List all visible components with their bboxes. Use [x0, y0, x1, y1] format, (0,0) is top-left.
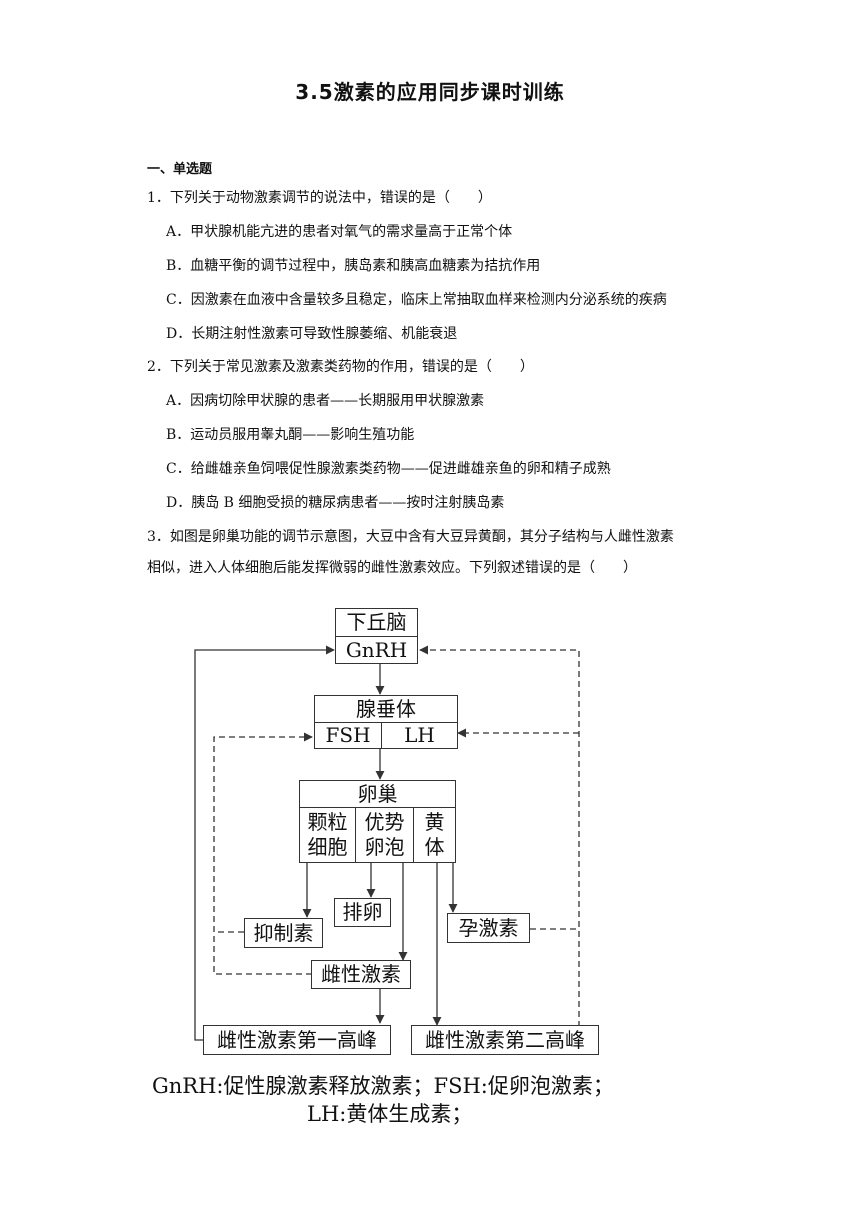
- question-3-stem-line-1: 3．如图是卵巢功能的调节示意图，大豆中含有大豆异黄酮，其分子结构与人雌性激素: [147, 529, 674, 545]
- question-1-option-a: A．甲状腺机能亢进的患者对氧气的需求量高于正常个体: [166, 224, 513, 240]
- fsh-box: FSH: [314, 722, 382, 749]
- estrogen-label: 雌性激素: [321, 962, 401, 986]
- dominant-follicle-box: 优势 卵泡: [355, 807, 414, 863]
- gnrh-box: GnRH: [335, 636, 418, 664]
- lh-label: LH: [404, 723, 435, 747]
- page-title: 3.5激素的应用同步课时训练: [295, 80, 565, 104]
- diagram-caption-line-1: GnRH:促性腺激素释放激素；FSH:促卵泡激素；: [152, 1074, 614, 1098]
- inhibin-label: 抑制素: [253, 921, 314, 945]
- fsh-label: FSH: [325, 723, 371, 747]
- second-peak-label: 雌性激素第二高峰: [425, 1028, 585, 1052]
- question-2-option-a: A．因病切除甲状腺的患者——长期服用甲状腺激素: [166, 393, 485, 409]
- ovary-label: 卵巢: [357, 782, 398, 806]
- second-peak-box: 雌性激素第二高峰: [411, 1025, 599, 1055]
- inhibin-box: 抑制素: [244, 918, 323, 948]
- question-3-stem-line-2: 相似，进入人体细胞后能发挥微弱的雌性激素效应。下列叙述错误的是（ ）: [147, 560, 637, 576]
- granulosa-label-line-2: 细胞: [307, 835, 348, 859]
- first-peak-box: 雌性激素第一高峰: [203, 1025, 391, 1055]
- question-1-option-d: D．长期注射性激素可导致性腺萎缩、机能衰退: [166, 326, 458, 342]
- progesterone-label: 孕激素: [458, 916, 519, 940]
- pituitary-label: 腺垂体: [356, 697, 416, 721]
- granulosa-cell-box: 颗粒 细胞: [299, 807, 356, 863]
- corpus-luteum-label-line-2: 体: [424, 835, 445, 859]
- hypothalamus-label: 下丘脑: [346, 610, 407, 634]
- gnrh-label: GnRH: [345, 638, 408, 662]
- hypothalamus-box: 下丘脑: [335, 608, 418, 637]
- ovary-box: 卵巢: [299, 780, 456, 808]
- first-peak-label: 雌性激素第一高峰: [217, 1028, 377, 1052]
- corpus-luteum-box: 黄 体: [413, 807, 456, 863]
- question-2-stem: 2．下列关于常见激素及激素类药物的作用，错误的是（ ）: [147, 359, 534, 375]
- estrogen-box: 雌性激素: [311, 960, 411, 989]
- question-1-stem: 1．下列关于动物激素调节的说法中，错误的是（ ）: [147, 190, 492, 206]
- question-2-option-d: D．胰岛 B 细胞受损的糖尿病患者——按时注射胰岛素: [166, 495, 505, 511]
- question-1-option-b: B．血糖平衡的调节过程中，胰岛素和胰高血糖素为拮抗作用: [166, 258, 541, 274]
- ovulation-label: 排卵: [342, 900, 383, 924]
- corpus-luteum-label-line-1: 黄: [424, 810, 445, 834]
- question-1-option-c: C．因激素在血液中含量较多且稳定，临床上常抽取血样来检测内分泌系统的疾病: [166, 292, 667, 308]
- progesterone-box: 孕激素: [447, 913, 530, 943]
- lh-box: LH: [381, 722, 458, 749]
- question-2-option-c: C．给雌雄亲鱼饲喂促性腺激素类药物——促进雌雄亲鱼的卵和精子成熟: [166, 461, 611, 477]
- dominant-follicle-label-line-2: 卵泡: [364, 835, 405, 859]
- ovulation-box: 排卵: [334, 898, 391, 927]
- section-heading: 一、单选题: [147, 162, 213, 177]
- question-2-option-b: B．运动员服用睾丸酮——影响生殖功能: [166, 427, 415, 443]
- pituitary-box: 腺垂体: [314, 695, 458, 723]
- granulosa-label-line-1: 颗粒: [307, 810, 348, 834]
- diagram-caption-line-2: LH:黄体生成素；: [307, 1102, 473, 1126]
- dominant-follicle-label-line-1: 优势: [364, 810, 405, 834]
